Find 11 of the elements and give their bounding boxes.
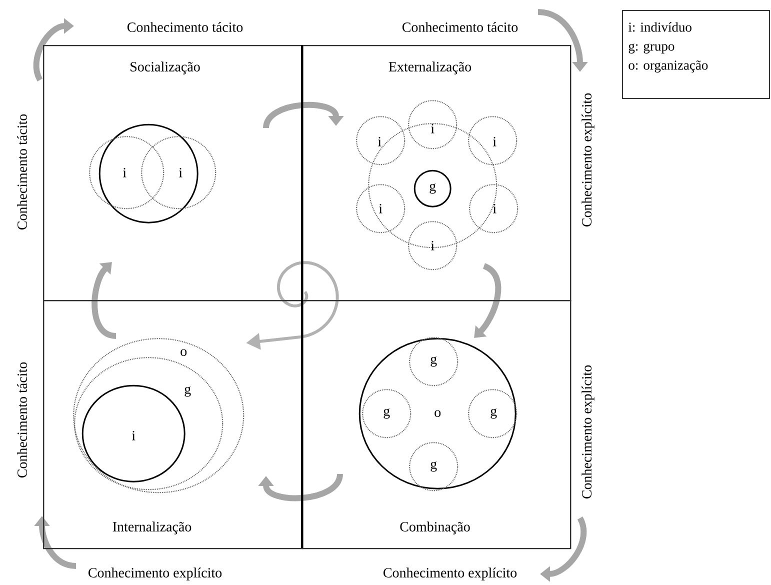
axis-label: Conhecimento tácito [127,22,243,32]
axis-label: Conhecimento tácito [17,114,27,230]
circle [368,123,498,248]
axis-label: Conhecimento tácito [17,362,27,478]
axis-label: Conhecimento explícito [88,568,222,580]
circle [98,124,198,224]
axis-label: Conhecimento explícito [384,568,517,580]
axis-label: Conhecimento explícito [582,93,594,226]
axis-label: Conhecimento tácito [402,22,518,32]
legend-box: i: indivíduo g: grupo o: organização [622,10,770,99]
axis-label: Conhecimento explícito [582,365,594,498]
